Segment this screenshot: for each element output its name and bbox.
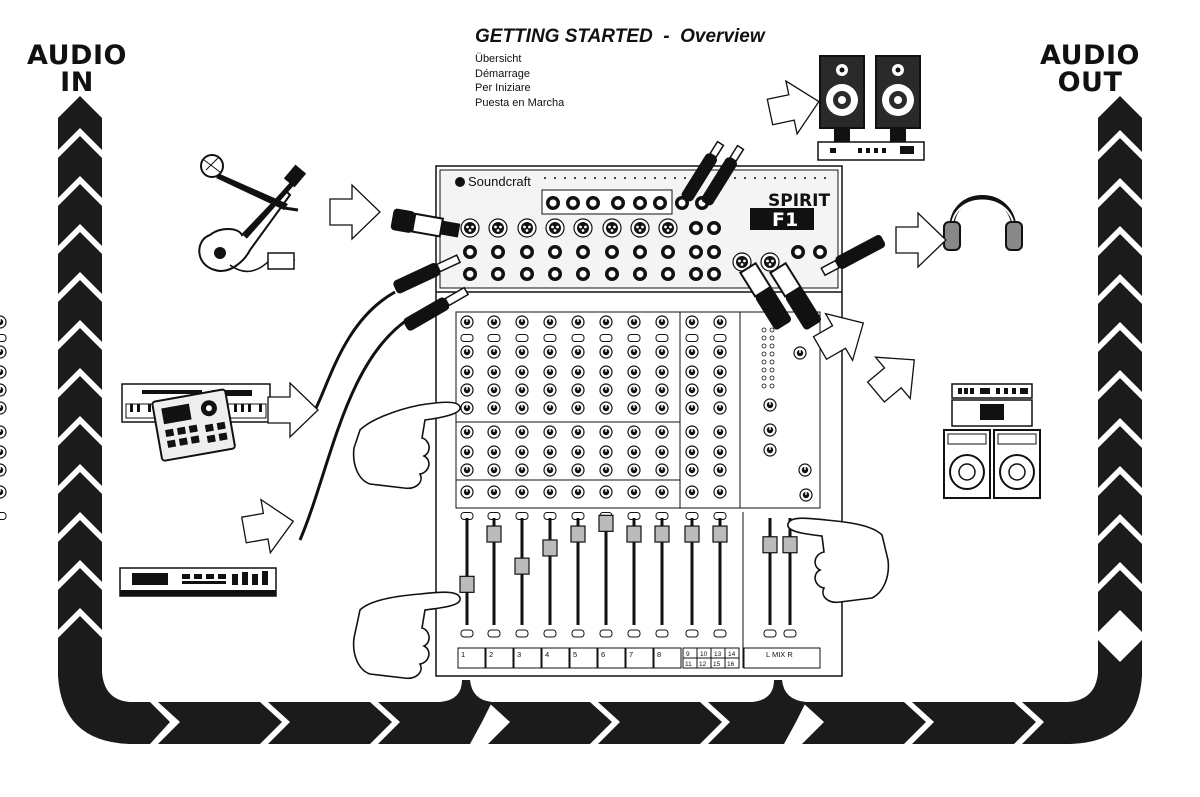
title-translations: Übersicht Démarrage Per Iniziare Puesta …: [475, 52, 564, 110]
fader-track: [632, 518, 636, 625]
translation-fr: Démarrage: [475, 67, 531, 80]
strip-number: 1: [461, 650, 465, 659]
pa-speakers-icon: [943, 383, 1041, 499]
drum-machine-icon: [151, 388, 236, 462]
input-arrow-keyboard-icon: [267, 382, 319, 438]
mixer-brand: Soundcraft: [468, 174, 531, 189]
studio-monitors-icon: [817, 55, 925, 161]
strip-number: 8: [657, 650, 661, 659]
strip-number-box: [569, 647, 598, 669]
strip-number-box: [541, 647, 570, 669]
strip-number: 7: [629, 650, 633, 659]
channel-knobs: [0, 315, 7, 520]
strip-number-box: [513, 647, 542, 669]
guitar-icon: [198, 164, 307, 273]
audio-out-label: AUDIO OUT: [1034, 42, 1146, 96]
stereo-number-top: 9: [686, 651, 690, 658]
fader-cap[interactable]: [762, 536, 778, 554]
strip-number: 6: [601, 650, 605, 659]
audio-out-line2: OUT: [1057, 67, 1123, 98]
synth-module-icon: [119, 567, 277, 597]
strip-number-box: [597, 647, 626, 669]
strip-number-box: [653, 647, 682, 669]
fader-cap[interactable]: [542, 539, 558, 557]
fader-cap[interactable]: [712, 525, 728, 543]
mixer-model-line1: SPIRIT: [768, 191, 830, 211]
stereo-number-bottom: 15: [713, 661, 721, 668]
fader-track: [768, 518, 772, 625]
channel-button[interactable]: [783, 629, 797, 638]
channel-button[interactable]: [763, 629, 777, 638]
channel-button[interactable]: [713, 629, 727, 638]
stereo-number-top: 14: [728, 651, 736, 658]
fader-cap[interactable]: [514, 557, 530, 575]
fader-cap[interactable]: [684, 525, 700, 543]
audio-in-line1: AUDIO: [27, 40, 127, 71]
audio-out-line1: AUDIO: [1040, 40, 1140, 71]
audio-in-label: AUDIO IN: [22, 42, 132, 96]
fader-track: [660, 518, 664, 625]
audio-in-line2: IN: [60, 67, 94, 98]
channel-button[interactable]: [460, 629, 474, 638]
input-arrow-guitar-icon: [329, 184, 381, 240]
plugged-connectors: [390, 140, 886, 331]
translation-de: Übersicht: [475, 53, 522, 65]
mix-label: L MIX R: [766, 650, 793, 659]
stereo-box: [724, 657, 740, 669]
mix-box: [743, 647, 821, 669]
stereo-number-bottom: 12: [699, 661, 707, 668]
fader-cap[interactable]: [598, 514, 614, 532]
channel-button[interactable]: [685, 629, 699, 638]
output-arrow-headphones: [895, 212, 947, 268]
stereo-number-bottom: 16: [727, 661, 735, 668]
strip-number: 4: [545, 650, 549, 659]
strip-number: 5: [573, 650, 577, 659]
stereo-number-top: 13: [714, 651, 722, 658]
output-arrow-monitors: [763, 74, 826, 140]
fader-track: [576, 518, 580, 625]
strip-number-box: [625, 647, 654, 669]
strip-number: 3: [517, 650, 521, 659]
page-title: GETTING STARTED - Overview: [475, 26, 765, 47]
mixer-model-line2: F1: [772, 209, 798, 231]
fader-track: [718, 518, 722, 625]
microphone-icon: [200, 154, 299, 212]
input-arrow-synth-icon: [238, 494, 299, 558]
strip-number-box: [457, 647, 486, 669]
translation-es: Puesta en Marcha: [475, 96, 565, 109]
fader-track: [788, 518, 792, 625]
cables: [298, 290, 411, 541]
fader-cap[interactable]: [626, 525, 642, 543]
fader-track: [548, 518, 552, 625]
fader-cap[interactable]: [459, 575, 475, 593]
channel-button[interactable]: [627, 629, 641, 638]
stereo-number-bottom: 11: [685, 661, 692, 668]
fader-cap[interactable]: [570, 525, 586, 543]
signal-flow-path: [58, 96, 1142, 744]
channel-button[interactable]: [515, 629, 529, 638]
fader-track: [492, 518, 496, 625]
pointing-hand-icon: [352, 401, 890, 680]
stereo-number-top: 10: [700, 651, 708, 658]
translation-it: Per Iniziare: [475, 82, 531, 94]
headphones-icon: [943, 195, 1023, 251]
channel-button[interactable]: [655, 629, 669, 638]
fader-cap[interactable]: [782, 536, 798, 554]
fader-track: [690, 518, 694, 625]
channel-button[interactable]: [487, 629, 501, 638]
fader-track: [465, 518, 469, 625]
strip-number-box: [485, 647, 514, 669]
strip-number: 2: [489, 650, 493, 659]
output-arrow-pa: [857, 338, 933, 414]
mixer-console: SPIRIT F1 Soundcraft: [0, 165, 843, 677]
fader-track: [604, 518, 608, 625]
fader-cap[interactable]: [486, 525, 502, 543]
channel-button[interactable]: [543, 629, 557, 638]
channel-button[interactable]: [599, 629, 613, 638]
fader-area: [459, 514, 798, 638]
channel-button[interactable]: [571, 629, 585, 638]
fader-cap[interactable]: [654, 525, 670, 543]
